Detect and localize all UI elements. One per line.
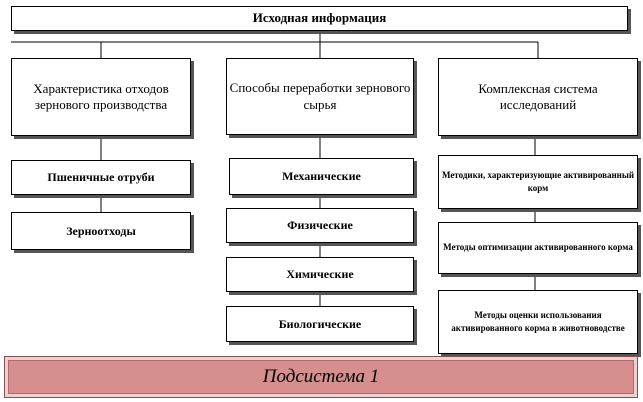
col3-item-box: Методики, характеризующие активированный… <box>438 155 638 209</box>
col3-item-box: Методы оптимизации активированного корма <box>438 222 638 274</box>
col2-item-box: Биологические <box>226 306 414 342</box>
col1-item-label: Зерноотходы <box>66 223 136 238</box>
col2-item-label: Биологические <box>278 316 362 331</box>
col1-header-label: Характеристика отходов зернового произво… <box>33 80 169 112</box>
col2-item-box: Физические <box>226 208 414 243</box>
col2-item-box: Механические <box>229 158 414 195</box>
col3-header-label: Комплексная система исследований <box>478 80 598 112</box>
col1-item-box: Пшеничные отруби <box>11 160 191 195</box>
col1-header-box: Характеристика отходов зернового произво… <box>11 58 191 136</box>
col2-header-box: Способы переработки зернового сырья <box>226 58 414 135</box>
col2-header-label: Способы переработки зернового сырья <box>229 80 411 112</box>
col1-item-label: Пшеничные отруби <box>47 170 155 184</box>
subsystem-banner: Подсистема 1 <box>4 356 638 398</box>
col3-header-box: Комплексная система исследований <box>438 58 638 136</box>
col2-item-label: Химические <box>286 267 354 281</box>
subsystem-label: Подсистема 1 <box>262 366 380 387</box>
col3-item-label: Методики, характеризующие активированный… <box>441 169 635 193</box>
root-label: Исходная информация <box>252 10 387 26</box>
col3-item-label: Методы оценки использования активированн… <box>451 309 625 333</box>
root-box: Исходная информация <box>11 6 628 31</box>
col3-item-box: Методы оценки использования активированн… <box>438 290 638 354</box>
col3-item-label: Методы оптимизации активированного корма <box>443 242 633 253</box>
col1-item-box: Зерноотходы <box>11 212 191 250</box>
col2-item-label: Механические <box>282 169 361 183</box>
col2-item-box: Химические <box>226 257 414 292</box>
col2-item-label: Физические <box>287 218 353 232</box>
